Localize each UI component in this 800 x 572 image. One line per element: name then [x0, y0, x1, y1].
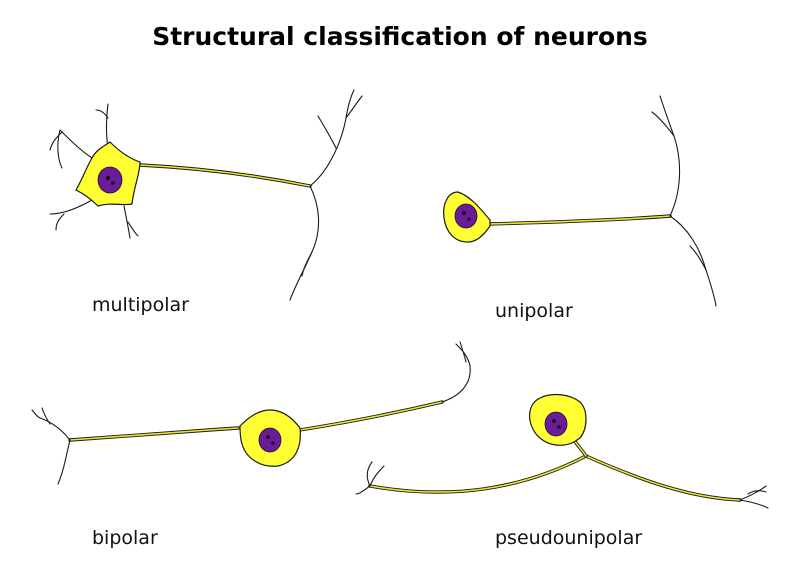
bipolar-nucleus — [258, 427, 282, 453]
pseudounipolar-nucleolus — [552, 419, 556, 423]
multipolar-dendrite — [49, 131, 63, 151]
pseudounipolar-stem-core — [573, 439, 587, 457]
multipolar-axon-terminal — [317, 115, 337, 149]
multipolar-axon — [138, 163, 312, 188]
multipolar-axon-terminal — [309, 89, 355, 187]
multipolar-axon-terminal — [289, 185, 320, 301]
multipolar-axon-core — [139, 164, 311, 187]
multipolar-dendrite — [57, 129, 93, 169]
pseudounipolar-peripheral-terminal — [366, 461, 373, 487]
multipolar-dendrite — [123, 205, 131, 239]
multipolar-axon-terminal — [345, 95, 363, 119]
multipolar-dendrite — [95, 109, 109, 119]
pseudounipolar-neuron — [355, 393, 769, 509]
pseudounipolar-central-branch — [584, 454, 742, 502]
label-pseudounipolar: pseudounipolar — [495, 527, 643, 549]
bipolar-dendrite-branch — [31, 409, 71, 441]
pseudounipolar-peripheral-core — [369, 455, 587, 493]
multipolar-nucleus — [97, 166, 123, 194]
multipolar-dendrite — [127, 221, 139, 237]
pseudounipolar-peripheral-branch — [368, 454, 588, 494]
unipolar-axon-terminal — [651, 111, 675, 137]
bipolar-axon-terminal — [441, 343, 471, 403]
unipolar-nucleolus — [467, 217, 471, 221]
pseudounipolar-central-core — [585, 455, 741, 501]
bipolar-dendrite-branch — [41, 407, 51, 425]
unipolar-nucleolus — [462, 211, 466, 215]
unipolar-axon-terminal — [669, 215, 717, 307]
bipolar-dendrite-branch — [57, 439, 71, 485]
unipolar-axon-terminal — [689, 245, 707, 271]
multipolar-nucleolus — [111, 181, 115, 185]
multipolar-dendrite — [55, 213, 65, 231]
label-multipolar: multipolar — [92, 294, 189, 316]
unipolar-axon-terminal — [659, 95, 681, 217]
bipolar-neuron — [31, 341, 471, 485]
pseudounipolar-central-terminal — [747, 490, 767, 495]
bipolar-dendrite-core — [69, 427, 239, 441]
pseudounipolar-nucleus — [544, 411, 568, 437]
unipolar-neuron — [443, 95, 717, 307]
multipolar-nucleolus — [105, 175, 111, 181]
pseudounipolar-peripheral-terminal — [355, 485, 371, 495]
pseudounipolar-nucleolus — [557, 425, 561, 429]
label-unipolar: unipolar — [495, 300, 573, 322]
pseudounipolar-peripheral-terminal — [369, 465, 385, 487]
bipolar-nucleolus — [271, 441, 275, 445]
unipolar-nucleus — [454, 203, 478, 229]
unipolar-axon-core — [487, 215, 671, 225]
page-title: Structural classification of neurons — [152, 22, 648, 51]
multipolar-dendrite — [49, 199, 93, 215]
bipolar-nucleolus — [266, 435, 270, 439]
pseudounipolar-central-terminal — [739, 485, 767, 501]
multipolar-neuron — [49, 89, 363, 301]
label-bipolar: bipolar — [92, 527, 158, 549]
multipolar-dendrite — [105, 103, 109, 149]
multipolar-axon-terminal — [301, 251, 313, 277]
pseudounipolar-central-terminal — [739, 499, 769, 509]
bipolar-axon-terminal — [459, 341, 467, 363]
bipolar-axon-core — [299, 401, 443, 431]
